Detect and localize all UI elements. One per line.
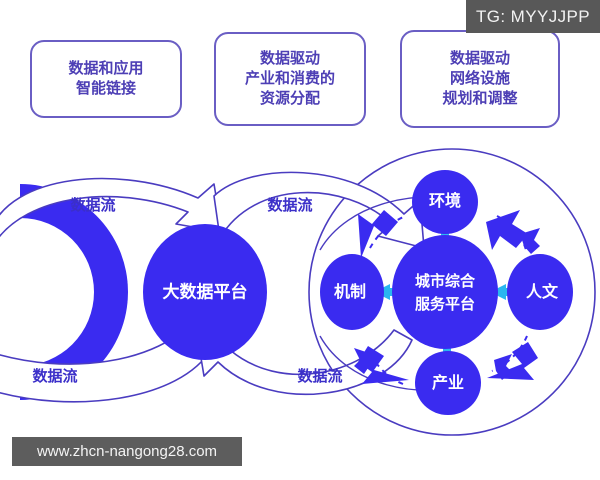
caption-box-data-driven-network: 数据驱动 网络设施 规划和调整 — [400, 30, 560, 128]
caption-box-data-driven-resource: 数据驱动 产业和消费的 资源分配 — [214, 32, 366, 126]
orbit-arrow-environment-humanities — [486, 210, 540, 254]
flow-diagram: 大数据平台 机制 人文 环境 产业 城市综合 服务平台 数据流 — [0, 148, 596, 436]
orbit-arrow-industry-mechanism — [354, 346, 409, 385]
node-industry[interactable]: 产业 — [415, 351, 481, 415]
caption-line: 数据驱动 — [449, 49, 510, 67]
caption-line: 网络设施 — [449, 69, 510, 87]
node-label-industry: 产业 — [432, 373, 464, 392]
left-partial-ring — [20, 184, 128, 400]
caption-line: 数据驱动 — [259, 49, 320, 67]
node-label-humanities: 人文 — [526, 282, 559, 301]
flow-label-top-left: 数据流 — [70, 196, 115, 214]
node-label-environment: 环境 — [429, 191, 461, 210]
orbit-arrow-humanities-industry — [487, 335, 538, 380]
ribbon-flow-top-right — [213, 171, 425, 249]
watermark-bottom: www.zhcn-nangong28.com — [12, 437, 242, 466]
node-environment[interactable]: 环境 — [412, 170, 478, 234]
flow-label-top-right: 数据流 — [267, 196, 312, 214]
caption-line: 规划和调整 — [442, 90, 518, 108]
node-label-big-data-platform: 大数据平台 — [163, 281, 248, 301]
node-label-city-platform-line1: 城市综合 — [415, 272, 476, 290]
caption-line: 智能链接 — [75, 80, 136, 97]
orbit-arrow-mechanism-environment — [358, 210, 407, 258]
node-label-mechanism: 机制 — [334, 282, 366, 301]
caption-line: 数据和应用 — [68, 59, 144, 77]
flow-label-bottom-left: 数据流 — [32, 367, 77, 385]
caption-line: 产业和消费的 — [244, 69, 335, 87]
node-mechanism[interactable]: 机制 — [320, 254, 384, 330]
node-humanities[interactable]: 人文 — [507, 254, 573, 330]
node-label-city-platform-line2: 服务平台 — [415, 295, 475, 313]
caption-line: 资源分配 — [259, 90, 320, 108]
node-city-service-platform[interactable]: 城市综合 服务平台 — [392, 235, 498, 349]
flow-label-bottom-right: 数据流 — [297, 367, 342, 385]
caption-box-data-and-application: 数据和应用 智能链接 — [30, 40, 182, 118]
enclosing-circle — [308, 148, 596, 436]
node-big-data-platform[interactable]: 大数据平台 — [143, 224, 267, 360]
watermark-top: TG: MYYJJPP — [466, 0, 600, 33]
